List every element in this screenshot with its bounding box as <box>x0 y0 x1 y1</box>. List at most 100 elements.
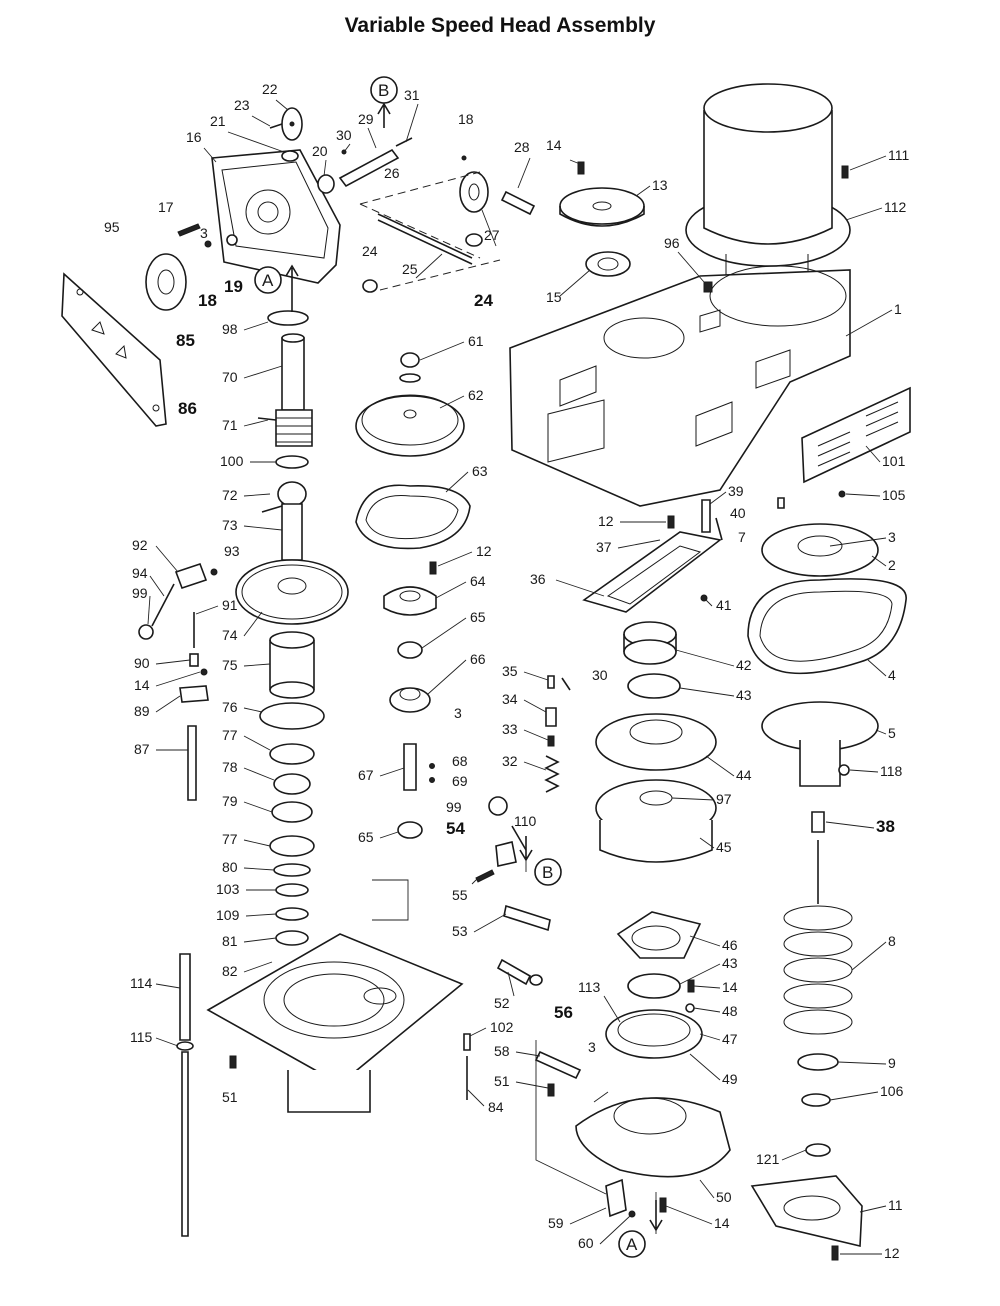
nut-118 <box>838 764 850 776</box>
label-31: 31 <box>404 87 420 103</box>
label-56: 56 <box>554 1003 573 1022</box>
quill-housing-82 <box>206 933 464 1113</box>
knob-99b <box>488 796 508 816</box>
label-18a: 18 <box>458 111 474 127</box>
label-65b: 65 <box>358 829 374 845</box>
label-53: 53 <box>452 923 468 939</box>
label-91: 91 <box>222 597 238 613</box>
svg-text:A: A <box>262 271 274 290</box>
bushing-24 <box>362 279 378 293</box>
pin-40 <box>715 517 723 541</box>
arrow-a-top <box>285 264 299 312</box>
screw-60 <box>628 1210 636 1218</box>
label-48: 48 <box>722 1003 738 1019</box>
label-86: 86 <box>178 399 197 418</box>
cover-47 <box>605 1009 703 1059</box>
label-95: 95 <box>104 219 120 235</box>
connector-b-top: B <box>370 76 398 104</box>
bearing-65b <box>397 821 423 839</box>
label-3b: 3 <box>454 705 462 721</box>
lever-94 <box>151 583 175 627</box>
label-13: 13 <box>652 177 668 193</box>
block-59 <box>605 1178 627 1218</box>
label-100: 100 <box>220 453 244 469</box>
seal-15 <box>585 251 631 277</box>
label-3c: 3 <box>588 1039 596 1055</box>
pulley-2 <box>761 523 879 577</box>
label-61: 61 <box>468 333 484 349</box>
label-1: 1 <box>894 301 902 317</box>
nut-61 <box>399 352 421 383</box>
screw-14d <box>659 1197 667 1213</box>
label-32: 32 <box>502 753 518 769</box>
washer-9 <box>797 1053 839 1071</box>
ring-100 <box>275 455 309 469</box>
label-112: 112 <box>884 199 907 215</box>
svg-text:A: A <box>626 1235 638 1254</box>
label-24b: 24 <box>474 291 493 310</box>
label-45: 45 <box>716 839 732 855</box>
label-109: 109 <box>216 907 240 923</box>
label-23: 23 <box>234 97 250 113</box>
label-68: 68 <box>452 753 468 769</box>
guide-line-47 <box>593 1091 609 1103</box>
label-114: 114 <box>130 975 153 991</box>
housing-46 <box>616 911 702 959</box>
pin-90 <box>189 653 199 667</box>
label-81: 81 <box>222 933 238 949</box>
label-89: 89 <box>134 703 150 719</box>
cover-plate-16 <box>211 149 341 284</box>
shaft-52 <box>496 958 532 986</box>
label-96: 96 <box>664 235 680 251</box>
bracket-36 <box>582 531 722 613</box>
label-73: 73 <box>222 517 238 533</box>
plate-13 <box>559 187 645 227</box>
bearing-65a <box>397 641 423 659</box>
knob-99a <box>138 624 154 640</box>
label-15: 15 <box>546 289 562 305</box>
label-75: 75 <box>222 657 238 673</box>
label-78: 78 <box>222 759 238 775</box>
label-30b: 30 <box>592 667 608 683</box>
label-110: 110 <box>514 813 537 829</box>
screw-17 <box>177 223 201 237</box>
label-98: 98 <box>222 321 238 337</box>
diagram-title: Variable Speed Head Assembly <box>344 14 656 37</box>
rod-87 <box>187 725 197 801</box>
pulley-45 <box>595 779 717 863</box>
label-2: 2 <box>888 557 896 573</box>
label-51b: 51 <box>494 1073 510 1089</box>
gear-74 <box>235 559 349 625</box>
label-35: 35 <box>502 663 518 679</box>
guide-line-59 <box>535 1040 607 1195</box>
label-106: 106 <box>880 1083 904 1099</box>
screw-18b <box>204 240 212 248</box>
pin-19 <box>226 234 238 246</box>
pulley-62 <box>355 394 465 457</box>
label-14c: 14 <box>722 979 738 995</box>
rod-58 <box>534 1050 582 1080</box>
ring-106 <box>801 1093 831 1107</box>
label-84: 84 <box>488 1099 504 1115</box>
spring-8 <box>783 840 853 1035</box>
label-94: 94 <box>132 565 148 581</box>
spring-32 <box>544 755 560 793</box>
label-64: 64 <box>470 573 486 589</box>
label-30a: 30 <box>336 127 352 143</box>
label-103: 103 <box>216 881 240 897</box>
bearing-43a <box>627 673 681 699</box>
label-29: 29 <box>358 111 374 127</box>
label-20: 20 <box>312 143 328 159</box>
housing-64 <box>383 586 437 616</box>
label-21: 21 <box>210 113 226 129</box>
label-44: 44 <box>736 767 752 783</box>
pulley-44 <box>595 713 717 771</box>
label-71: 71 <box>222 417 238 433</box>
screw-41 <box>700 594 708 602</box>
label-42: 42 <box>736 657 752 673</box>
screw-14a <box>577 161 585 175</box>
label-3a: 3 <box>200 225 208 241</box>
ring-80 <box>273 863 311 877</box>
gear-66 <box>389 687 431 713</box>
